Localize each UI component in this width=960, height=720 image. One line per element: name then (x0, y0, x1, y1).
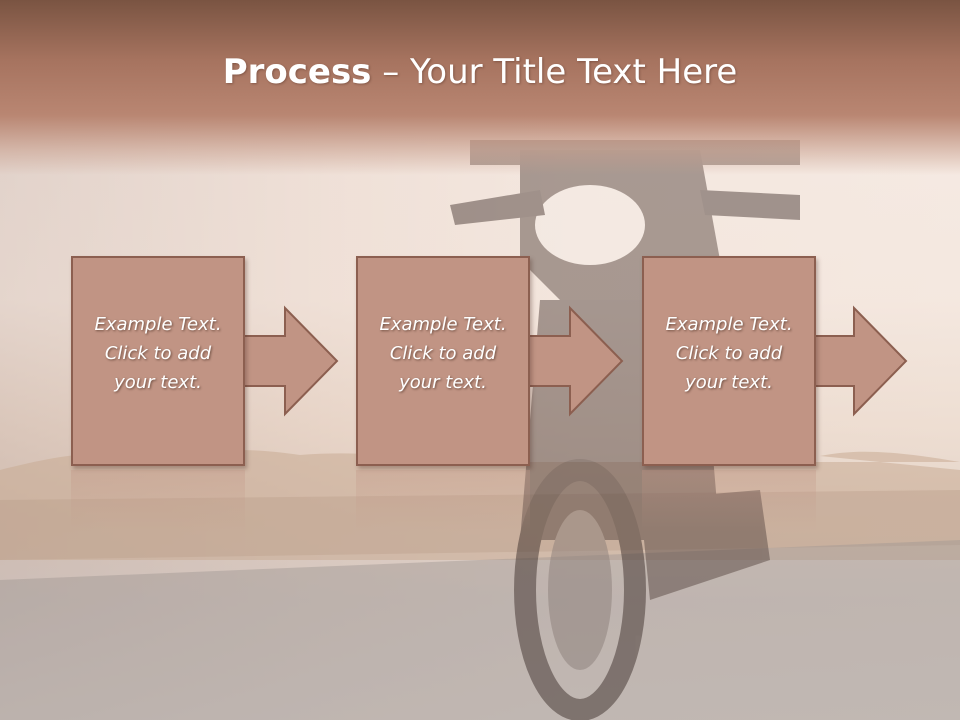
step-box (642, 256, 816, 466)
road-shape (0, 540, 960, 720)
step-text-line: Example Text. (665, 314, 793, 335)
process-step-3[interactable]: Example Text. Click to add your text. (642, 256, 960, 466)
step-text-line: Click to add (389, 343, 497, 364)
right-arrow-icon (811, 305, 908, 417)
process-step-2[interactable]: Example Text. Click to add your text. (356, 256, 692, 466)
step-text[interactable]: Example Text. Click to add your text. (364, 310, 522, 397)
title-band (0, 0, 960, 175)
step-reflection (71, 470, 245, 532)
step-reflection (356, 470, 530, 532)
step-box (71, 256, 245, 466)
step-text-line: your text. (399, 372, 487, 393)
right-arrow-icon (525, 305, 624, 417)
slide-title[interactable]: Process – Your Title Text Here (0, 52, 960, 92)
step-text[interactable]: Example Text. Click to add your text. (79, 310, 237, 397)
step-text-line: Example Text. (379, 314, 507, 335)
step-text-line: Example Text. (94, 314, 222, 335)
step-text-line: your text. (685, 372, 773, 393)
step-text-line: Click to add (675, 343, 783, 364)
title-rest-text: – Your Title Text Here (371, 52, 738, 92)
step-box (356, 256, 530, 466)
step-text-line: Click to add (104, 343, 212, 364)
process-step-1[interactable]: Example Text. Click to add your text. (71, 256, 407, 466)
right-arrow-icon (240, 305, 339, 417)
step-reflection (642, 470, 816, 532)
title-bold-text: Process (222, 52, 372, 92)
step-text[interactable]: Example Text. Click to add your text. (650, 310, 808, 397)
step-text-line: your text. (114, 372, 202, 393)
